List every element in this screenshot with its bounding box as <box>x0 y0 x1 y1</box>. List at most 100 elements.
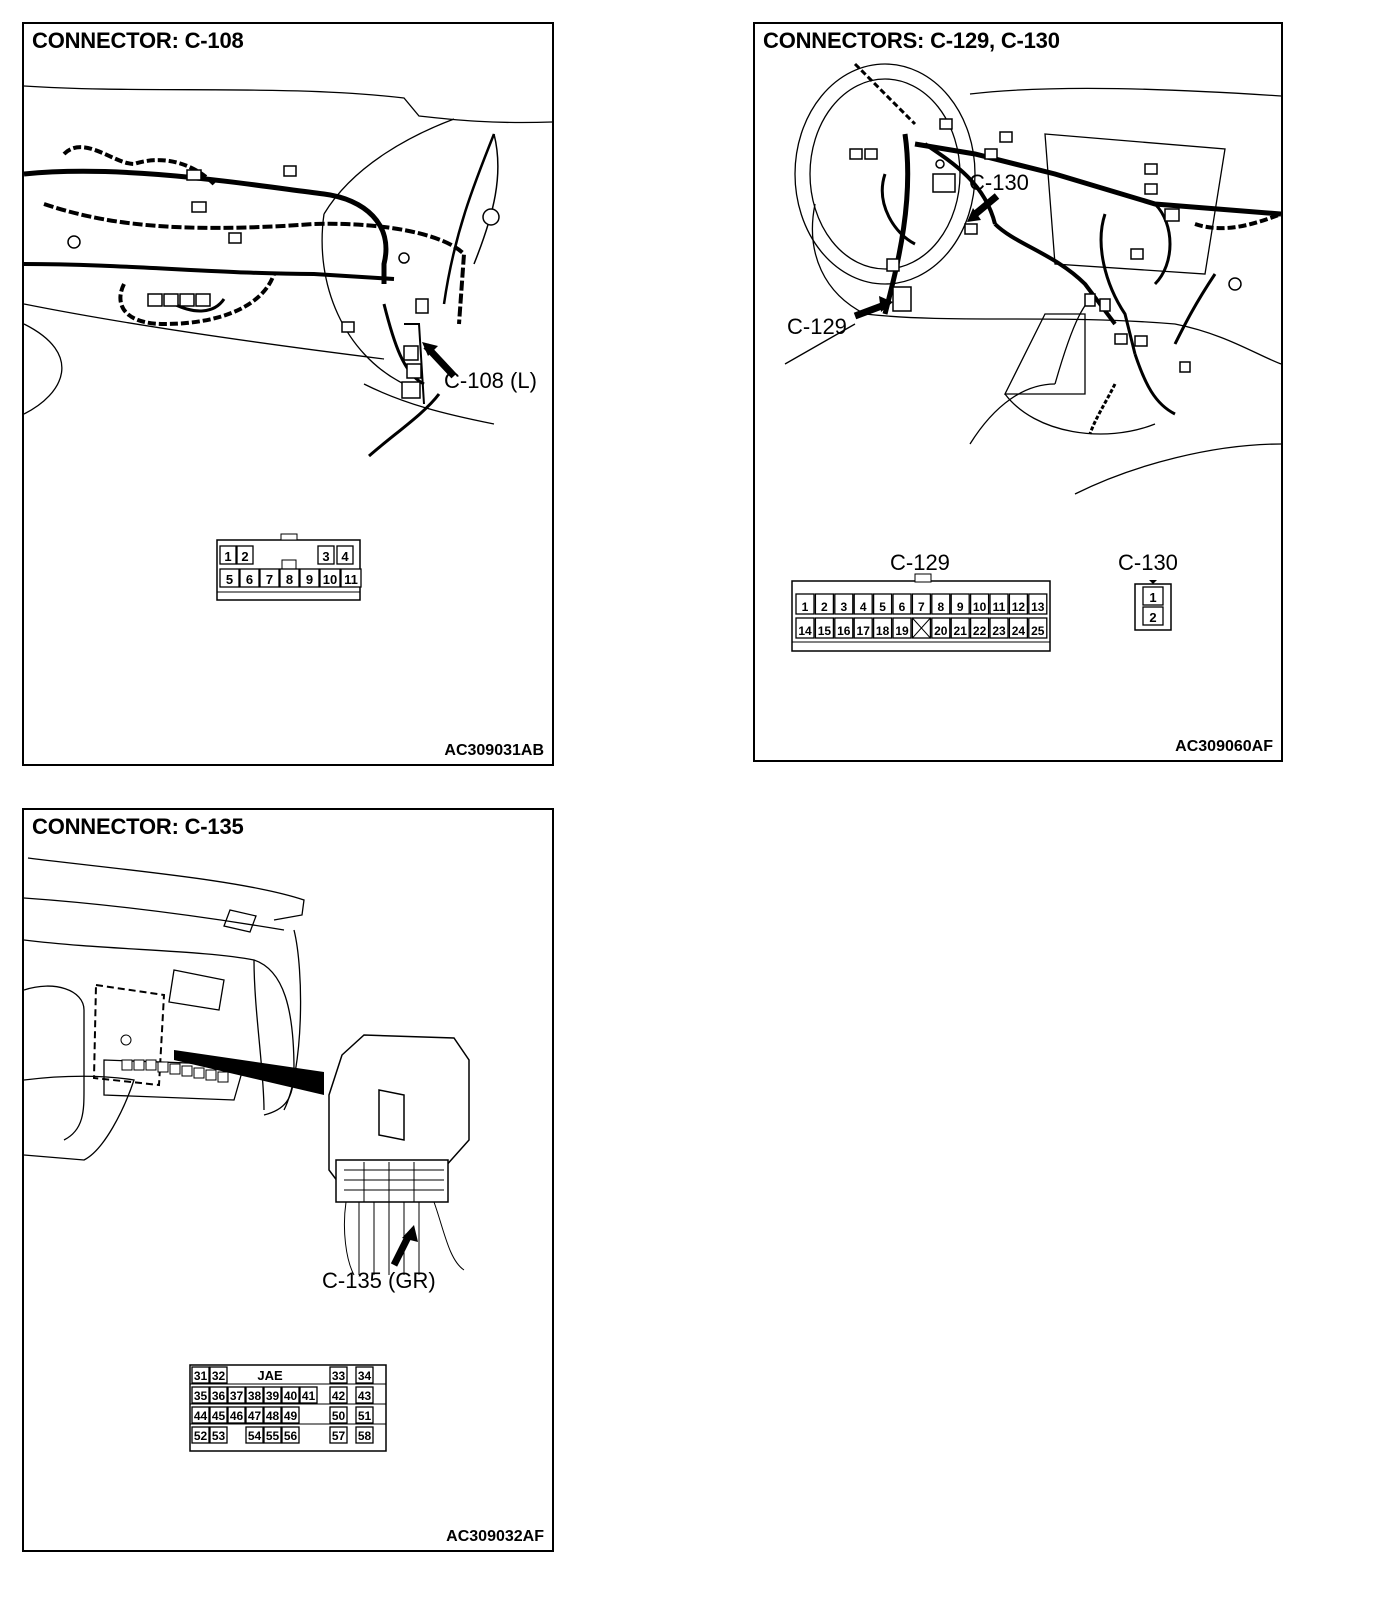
c108-pin-6: 6 <box>246 572 253 587</box>
c108-pin-8-cell <box>279 568 300 588</box>
c135-pin-32-cell <box>209 1366 228 1384</box>
c135-pin-43-cell <box>355 1386 374 1404</box>
c135-pin-39: 39 <box>266 1389 280 1403</box>
c129-pin-10-cell <box>969 593 990 615</box>
c135-pin-58-cell <box>355 1426 374 1444</box>
c130-pin-2: 2 <box>1149 610 1156 625</box>
c135-pin-42: 42 <box>332 1389 346 1403</box>
c135-pin-58: 58 <box>358 1429 372 1443</box>
c108-pin-1-cell <box>219 545 237 565</box>
c129-pin-17: 17 <box>857 624 871 638</box>
c135-pin-39-cell <box>263 1386 282 1404</box>
c129-pin-20: 20 <box>934 624 948 638</box>
c129-pin-18-cell <box>872 617 893 639</box>
c135-pin-38: 38 <box>248 1389 262 1403</box>
c129-pin-16: 16 <box>837 624 851 638</box>
c108-pin-9: 9 <box>306 572 313 587</box>
c129-pin-10: 10 <box>973 600 987 614</box>
c135-pin-47: 47 <box>248 1409 262 1423</box>
c108-pin-8: 8 <box>286 572 293 587</box>
c108-pin-1: 1 <box>224 549 231 564</box>
c129-pin-21: 21 <box>954 624 968 638</box>
c108-pin-6-cell <box>239 568 260 588</box>
c130-pin-2-cell <box>1142 606 1164 626</box>
c129-pin-20-cell <box>931 617 951 639</box>
c129-pin-3: 3 <box>840 600 847 614</box>
c135-pin-50-cell <box>329 1406 348 1424</box>
c129-pin-4: 4 <box>860 600 867 614</box>
c108-pin-diagram <box>216 533 361 601</box>
c135-pin-34: 34 <box>358 1369 372 1383</box>
c108-pin-9-cell <box>299 568 320 588</box>
c129-pin-2: 2 <box>821 600 828 614</box>
c135-pin-56: 56 <box>284 1429 298 1443</box>
c135-callout-label: C-135 (GR) <box>322 1268 436 1293</box>
c135-pin-35: 35 <box>194 1389 208 1403</box>
c108-pin-11-cell <box>340 568 362 588</box>
c129-callout-label: C-129 <box>787 314 847 339</box>
c130-diagram-label: C-130 <box>1118 550 1178 575</box>
c135-pin-38-cell <box>245 1386 264 1404</box>
c135-pin-57: 57 <box>332 1429 346 1443</box>
c129-pin-19: 19 <box>895 624 909 638</box>
c129-pin-16-cell <box>834 617 854 639</box>
c108-pin-2: 2 <box>241 549 248 564</box>
c135-pin-49: 49 <box>284 1409 298 1423</box>
c135-pin-44: 44 <box>194 1409 208 1423</box>
panel-title-c129-c130: CONNECTORS: C-129, C-130 <box>763 28 1060 53</box>
c108-pin-4: 4 <box>341 549 349 564</box>
c108-pin-4-cell <box>336 545 354 565</box>
c135-pin-43: 43 <box>358 1389 372 1403</box>
c135-pin-56-cell <box>281 1426 300 1444</box>
c135-pin-48-cell <box>263 1406 282 1424</box>
c135-brand-label: JAE <box>257 1368 283 1383</box>
c135-pin-47-cell <box>245 1406 264 1424</box>
c135-pin-32: 32 <box>212 1369 226 1383</box>
c135-pin-36: 36 <box>212 1389 226 1403</box>
c135-pin-57-cell <box>329 1426 348 1444</box>
c135-pin-40-cell <box>281 1386 300 1404</box>
c135-pin-31-cell <box>191 1366 210 1384</box>
c135-pin-54-cell <box>245 1426 264 1444</box>
c135-pin-41-cell <box>299 1386 318 1404</box>
c108-pin-10-cell <box>319 568 341 588</box>
c129-pin-11-cell <box>989 593 1009 615</box>
c135-pin-52: 52 <box>194 1429 208 1443</box>
c129-pin-4-cell <box>853 593 873 615</box>
c135-pin-49-cell <box>281 1406 300 1424</box>
c108-pin-5: 5 <box>226 572 233 587</box>
c129-pin-3-cell <box>834 593 854 615</box>
c135-pin-36-cell <box>209 1386 228 1404</box>
c135-pin-48: 48 <box>266 1409 280 1423</box>
c129-pin-24-cell <box>1008 617 1029 639</box>
c108-pin-11: 11 <box>344 572 358 587</box>
c129-diagram-label: C-129 <box>890 550 950 575</box>
c129-pin-14-cell <box>795 617 815 639</box>
c129-pin-15: 15 <box>818 624 832 638</box>
c108-callout-label: C-108 (L) <box>444 368 537 393</box>
c135-pin-45: 45 <box>212 1409 226 1423</box>
c135-pin-33: 33 <box>332 1369 346 1383</box>
c129-pin-1: 1 <box>802 600 809 614</box>
c135-pin-54: 54 <box>248 1429 262 1443</box>
c135-pin-41: 41 <box>302 1389 316 1403</box>
c130-callout-label: C-130 <box>969 170 1029 195</box>
panel-title-c135: CONNECTOR: C-135 <box>32 814 244 839</box>
c129-pin-23: 23 <box>992 624 1006 638</box>
c129-pin-25-cell <box>1028 617 1048 639</box>
c135-pin-45-cell <box>209 1406 228 1424</box>
c129-pin-7: 7 <box>918 600 925 614</box>
c135-pin-55-cell <box>263 1426 282 1444</box>
c130-pin-1: 1 <box>1149 590 1156 605</box>
c129-pin-21-cell <box>950 617 970 639</box>
c108-pin-3-cell <box>317 545 335 565</box>
c108-pin-2-cell <box>236 545 254 565</box>
c129-pin-6: 6 <box>899 600 906 614</box>
c135-pin-50: 50 <box>332 1409 346 1423</box>
c129-pin-25: 25 <box>1031 624 1045 638</box>
c129-pin-12-cell <box>1008 593 1029 615</box>
c135-pin-44-cell <box>191 1406 210 1424</box>
